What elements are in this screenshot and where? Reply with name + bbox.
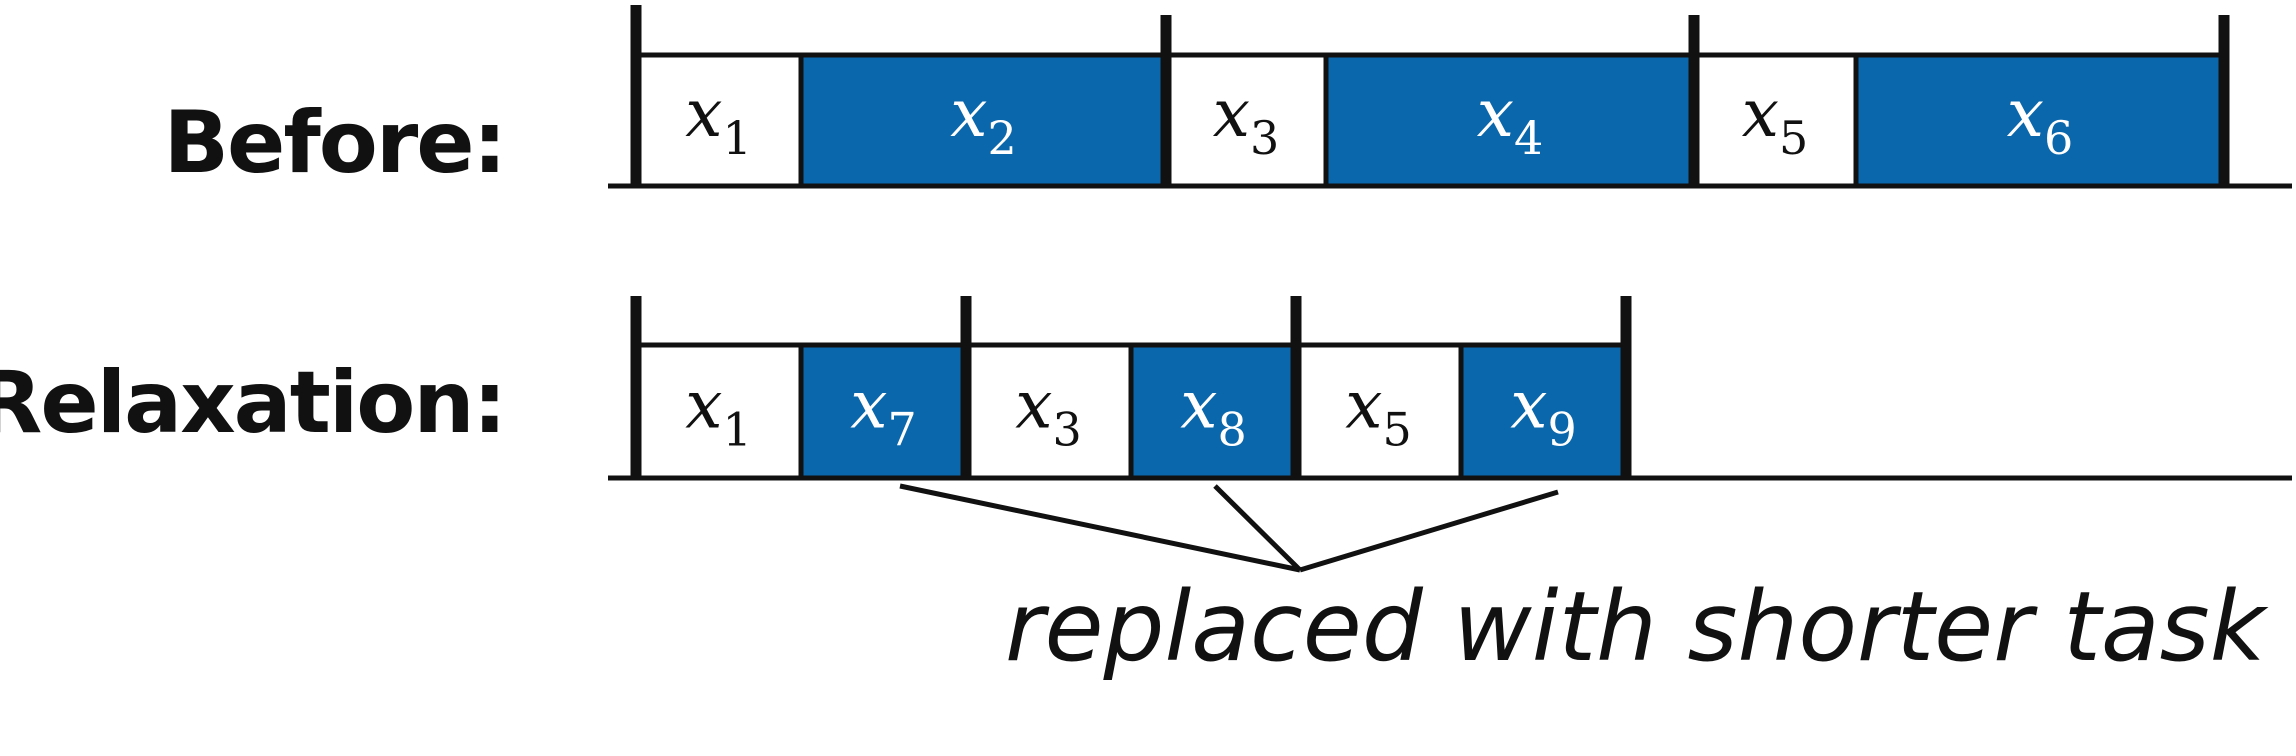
task-label-x5: x5	[1345, 366, 1412, 456]
task-label-x6: x6	[2007, 75, 2074, 165]
task-box-x4	[1323, 52, 1697, 189]
pointer-line-x7	[899, 483, 1301, 573]
annotation-pointer-lines	[899, 483, 1559, 573]
task-box-x9	[1458, 342, 1629, 481]
task-box-x6	[1853, 52, 2227, 189]
row-label-relaxation: Relaxation:	[0, 353, 505, 453]
task-box-x7	[798, 342, 969, 481]
task-label-x5: x5	[1742, 75, 1809, 165]
task-label-x1: x1	[685, 366, 752, 456]
pointer-line-x8	[1213, 484, 1302, 572]
row-label-before: Before:	[163, 93, 505, 193]
schedule-row-before: x1 x2 x3 x4 x5 x6	[608, 5, 2292, 189]
task-label-x4: x4	[1477, 75, 1544, 165]
task-label-x7: x7	[850, 366, 917, 456]
annotation-label: replaced with shorter task	[1005, 571, 2269, 683]
pointer-line-x9	[1299, 489, 1559, 573]
task-label-x3: x3	[1213, 75, 1280, 165]
task-label-x2: x2	[950, 75, 1017, 165]
task-label-x9: x9	[1510, 366, 1577, 456]
task-label-x1: x1	[685, 75, 752, 165]
task-label-x3: x3	[1015, 366, 1082, 456]
task-label-x8: x8	[1180, 366, 1247, 456]
schedule-row-relaxation: x1 x7 x3 x8 x5 x9	[608, 296, 2292, 481]
